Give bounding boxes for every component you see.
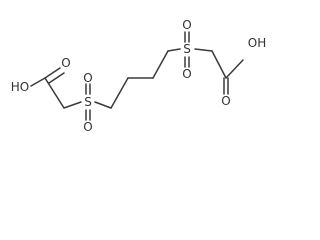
bond-s-ch2-right: [194, 48, 213, 52]
bond-ch2-s-left: [63, 101, 82, 109]
atom-label-oh-right: OH: [248, 36, 266, 50]
bond-s-chain-1: [94, 101, 112, 109]
bond-ho-c: [30, 77, 46, 87]
structural-formula: HO O S O O S O O OH O: [11, 18, 266, 134]
atom-labels: HO O S O O S O O OH O: [11, 18, 266, 134]
atom-label-s-left: S: [84, 95, 92, 109]
bond-c-ch2-left: [44, 77, 65, 109]
atom-label-o-bottom-left: O: [83, 120, 92, 134]
bond-chain-s-right: [167, 48, 181, 52]
bond-chain-4: [152, 50, 169, 79]
bond-carbonyl-left-a: [44, 67, 61, 79]
atom-label-o-carbonyl-right: O: [221, 94, 230, 108]
atom-label-o-carbonyl-left: O: [61, 56, 70, 70]
bonds: [30, 31, 244, 121]
bond-chain-2: [110, 77, 129, 109]
atom-label-o-top-right: O: [182, 18, 191, 32]
bond-ch2-c-right: [211, 50, 227, 79]
atom-label-s-right: S: [183, 42, 191, 56]
atom-label-o-bottom-right: O: [182, 67, 191, 81]
atom-label-o-top-left: O: [83, 71, 92, 85]
bond-c-oh-right: [225, 59, 244, 79]
atom-label-ho-left: HO: [11, 80, 29, 94]
bond-carbonyl-left-b: [48, 72, 65, 84]
